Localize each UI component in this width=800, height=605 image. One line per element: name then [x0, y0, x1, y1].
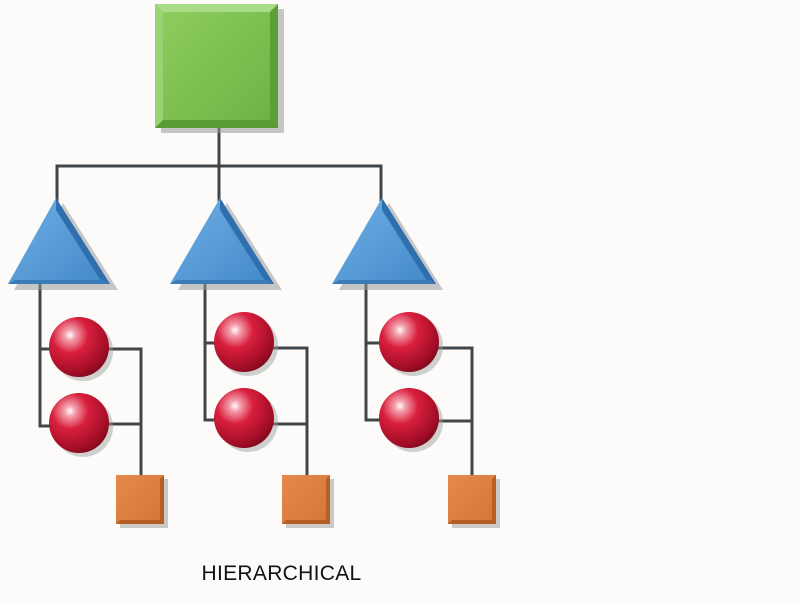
branch-1-sphere-1-red-sphere-icon [49, 317, 113, 381]
branch-3-sphere-1-red-sphere-icon [379, 312, 443, 376]
branch-1-orange-square-icon [116, 475, 168, 528]
branch-2-sphere-2-red-sphere-icon [214, 388, 278, 452]
branch-1-blue-triangle-icon [8, 198, 118, 290]
branch-2-orange-square-icon [282, 475, 334, 528]
branch-1-sphere-2-red-sphere-icon [49, 393, 113, 457]
branch-3-orange-square-icon [448, 475, 500, 528]
root-node-green-square-icon [155, 4, 284, 133]
diagram-caption: HIERARCHICAL [201, 562, 362, 585]
branch-2-blue-triangle-icon [170, 198, 282, 290]
branch-3-sphere-2-red-sphere-icon [379, 388, 443, 452]
branch-2-sphere-1-red-sphere-icon [214, 312, 278, 376]
branch-3-blue-triangle-icon [332, 198, 443, 290]
